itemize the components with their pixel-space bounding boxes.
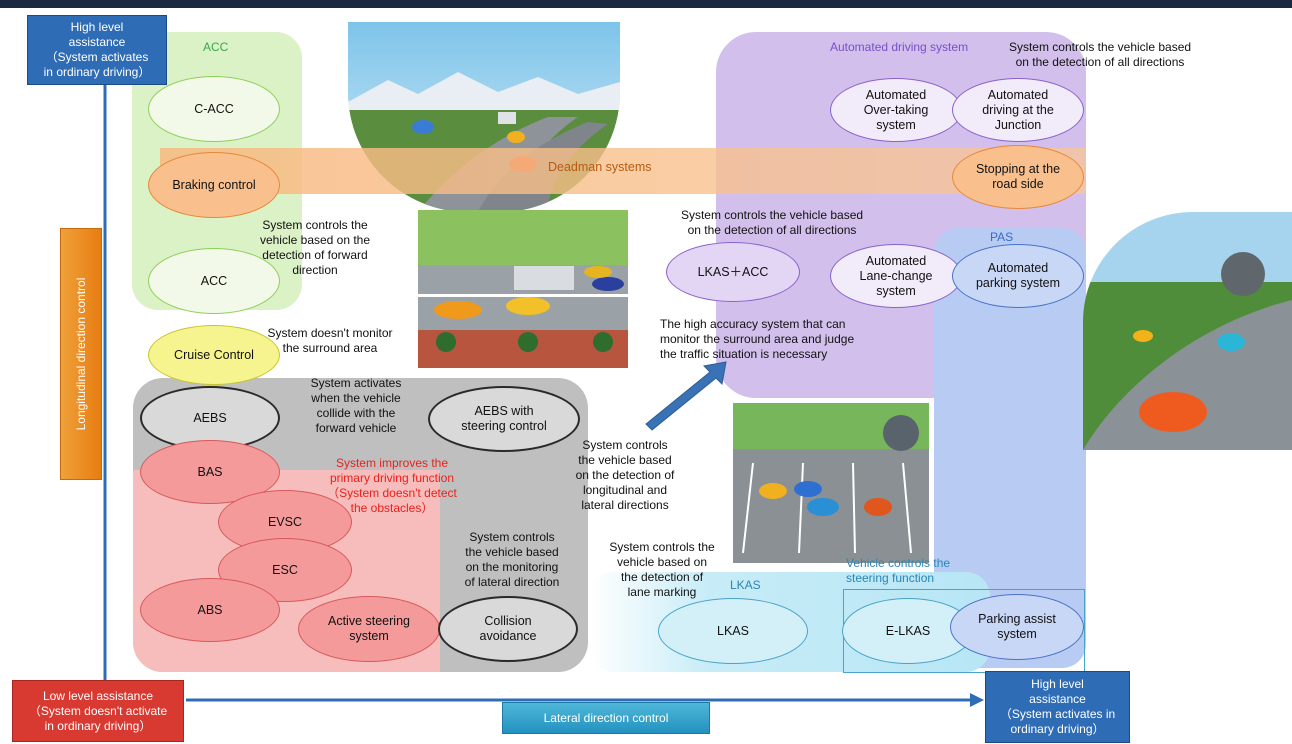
parking-assist-oval: Parking assist system — [950, 594, 1084, 660]
note-lateral-monitoring: System controls the vehicle based on the… — [464, 530, 560, 589]
note-primary-function: System improves the primary driving func… — [327, 456, 457, 515]
lateral-direction-control: Lateral direction control — [502, 702, 710, 734]
high-level-assistance-right: High level assistance （System activates … — [985, 671, 1130, 743]
collision-avoidance-oval: Collision avoidance — [438, 596, 578, 662]
note-forward-direction: System controls the vehicle based on the… — [259, 218, 371, 277]
braking-control-oval: Braking control — [148, 152, 280, 218]
note-lane-marking: System controls the vehicle based on the… — [609, 540, 715, 599]
note-steering-function: Vehicle controls the steering function — [846, 556, 951, 585]
parking-lot-photo — [733, 403, 929, 563]
note-no-monitor: System doesn't monitor the surround area — [267, 326, 393, 355]
lane-change-oval: Automated Lane-change system — [830, 244, 962, 308]
lkas-oval: LKAS — [658, 598, 808, 664]
pas-group-label: PAS — [990, 230, 1014, 244]
deadman-systems-label: Deadman systems — [548, 160, 652, 174]
note-collide: System activates when the vehicle collid… — [310, 376, 402, 435]
note-high-accuracy: The high accuracy system that can monito… — [660, 317, 855, 361]
automated-driving-group-label: Automated driving system — [830, 40, 969, 54]
note-all-directions-top: System controls the vehicle based on the… — [1008, 40, 1192, 69]
longitudinal-direction-control: Longitudinal direction control — [60, 228, 102, 480]
junction-oval: Automated driving at the Junction — [952, 78, 1084, 142]
overtaking-oval: Automated Over-taking system — [830, 78, 962, 142]
cruise-control-oval: Cruise Control — [148, 325, 280, 385]
note-all-directions-mid: System controls the vehicle based on the… — [680, 208, 864, 237]
highway-truck-photo — [418, 210, 628, 368]
low-level-assistance: Low level assistance （System doesn't act… — [12, 680, 184, 742]
active-steering-oval: Active steering system — [298, 596, 440, 662]
top-bar — [0, 0, 1292, 8]
abs-oval: ABS — [140, 578, 280, 642]
lkas-acc-oval: LKAS＋ACC — [666, 242, 800, 302]
high-level-assistance-top: High level assistance （System activates … — [27, 15, 167, 85]
deadman-systems-bar — [160, 148, 1086, 194]
esc-oval: ESC — [218, 538, 352, 602]
acc-group-label: ACC — [203, 40, 229, 54]
lkas-group-label: LKAS — [730, 578, 761, 592]
automated-parking-oval: Automated parking system — [952, 244, 1084, 308]
roadside-oval: Stopping at the road side — [952, 145, 1084, 209]
acc-oval: ACC — [148, 248, 280, 314]
note-long-lat: System controls the vehicle based on the… — [575, 438, 675, 512]
highway-photo-right — [1083, 212, 1292, 450]
aebs-steering-oval: AEBS with steering control — [428, 386, 580, 452]
longitudinal-direction-control-label: Longitudinal direction control — [74, 277, 88, 431]
c-acc-oval: C-ACC — [148, 76, 280, 142]
